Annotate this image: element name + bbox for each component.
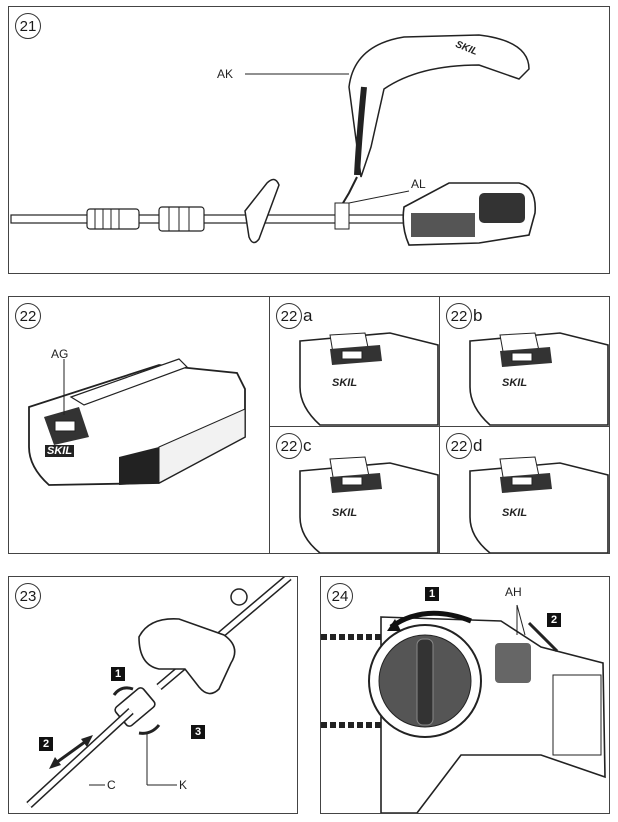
latch-label-ag: AG	[51, 347, 69, 361]
figure-23-panel: 23 1 2 3 C K	[8, 576, 298, 814]
figure-number-circle: 22	[276, 433, 302, 459]
figure-suffix: d	[473, 436, 483, 455]
figure-number-circle: 22	[446, 433, 472, 459]
pole-tool-with-strap-illustration	[10, 34, 536, 246]
figure-22b-panel: 22 b SKIL	[439, 296, 610, 427]
step-marker-2: 2	[39, 737, 53, 751]
strap-label-ak: AK	[217, 67, 234, 81]
shaft-label-c: C	[107, 778, 116, 792]
battery-latch-closeup-c	[299, 456, 439, 553]
step-marker-3: 3	[191, 725, 205, 739]
figure-22c-number: 22 c	[276, 433, 312, 459]
battery-pack-illustration	[28, 358, 246, 486]
figure-number-circle: 24	[327, 583, 353, 609]
figure-22a-panel: 22 a SKIL	[269, 296, 440, 427]
figure-22d-panel: 22 d SKIL	[439, 426, 610, 554]
figure-suffix: c	[303, 436, 312, 455]
brand-logo-22a: SKIL	[332, 377, 358, 389]
step-marker-1: 1	[425, 587, 439, 601]
figure-number-circle: 23	[15, 583, 41, 609]
battery-latch-closeup-d	[469, 456, 609, 553]
figure-number-circle: 21	[15, 13, 41, 39]
figure-22-panel: 22 AG SKIL	[8, 296, 270, 554]
figure-22-number: 22	[15, 303, 41, 329]
figure-suffix: a	[303, 306, 313, 325]
hook-label-al: AL	[411, 177, 426, 191]
figure-22d-number: 22 d	[446, 433, 482, 459]
battery-latch-closeup-b	[469, 332, 609, 426]
brand-logo-battery: SKIL	[45, 445, 75, 457]
figure-suffix: b	[473, 306, 483, 325]
brand-logo-22c: SKIL	[332, 507, 358, 519]
battery-latch-closeup-a	[299, 332, 439, 426]
chain-tension-knob-illustration	[321, 604, 606, 813]
step-marker-1: 1	[111, 667, 125, 681]
figure-number-circle: 22	[15, 303, 41, 329]
figure-24-number: 24	[327, 583, 353, 609]
figure-22c-panel: 22 c SKIL	[269, 426, 440, 554]
figure-22b-number: 22 b	[446, 303, 482, 329]
figure-21-number: 21	[15, 13, 41, 39]
figure-23-number: 23	[15, 583, 41, 609]
figure-22a-number: 22 a	[276, 303, 312, 329]
step-marker-2: 2	[547, 613, 561, 627]
vents-label-ah: AH	[505, 585, 522, 599]
shaft-coupling-illustration	[26, 577, 292, 808]
collar-label-k: K	[179, 778, 188, 792]
brand-logo-22b: SKIL	[502, 377, 528, 389]
figure-number-circle: 22	[446, 303, 472, 329]
figure-21-panel: 21 AK AL SKIL	[8, 6, 610, 274]
figure-24-panel: 24 1 2 AH	[320, 576, 610, 814]
figure-number-circle: 22	[276, 303, 302, 329]
brand-logo-22d: SKIL	[502, 507, 528, 519]
